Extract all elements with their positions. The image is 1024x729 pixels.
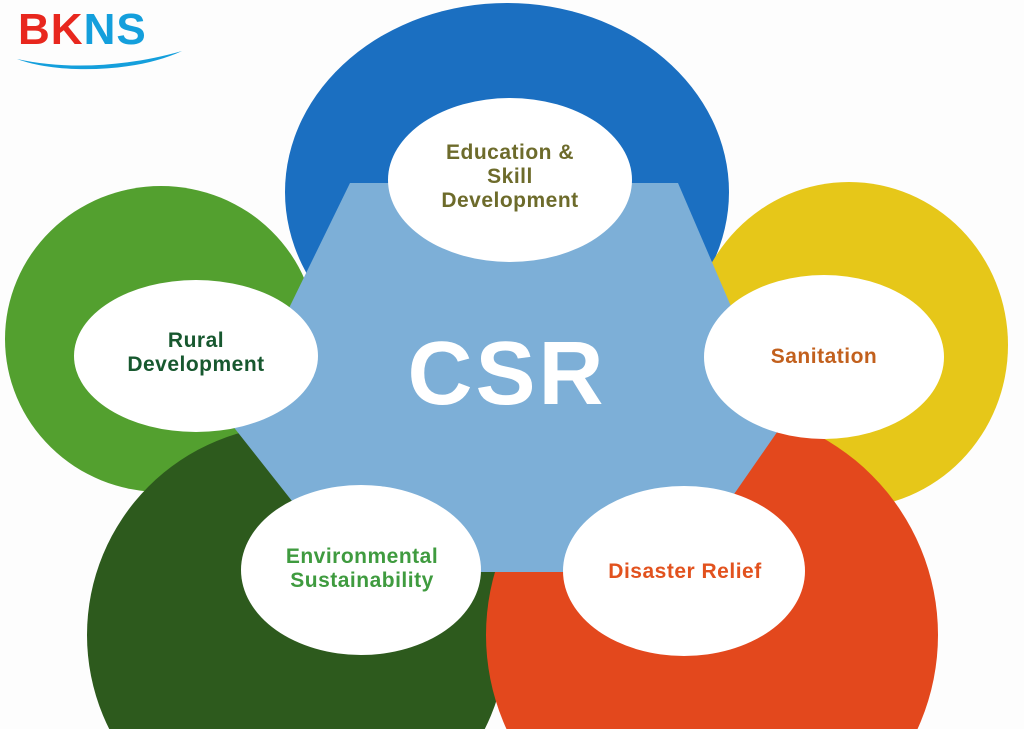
bubble-education — [388, 98, 632, 262]
label-education-line2: Skill — [487, 165, 533, 188]
bkns-logo: BKNS — [17, 6, 186, 74]
label-sanitation: Sanitation — [704, 345, 944, 369]
bkns-logo-ns: NS — [83, 5, 147, 54]
bubble-disaster — [563, 486, 805, 656]
label-disaster: Disaster Relief — [564, 560, 806, 584]
label-sanitation-line1: Sanitation — [770, 345, 878, 368]
bkns-logo-swoosh-icon — [17, 51, 182, 70]
label-rural: Rural Development — [76, 329, 316, 377]
bubble-environment — [241, 485, 481, 655]
label-rural-line1: Rural — [167, 329, 225, 352]
label-education-line1: Education & — [445, 141, 574, 164]
label-environment-line2: Sustainability — [290, 569, 434, 592]
label-environment: Environmental Sustainability — [242, 545, 482, 593]
bubble-rural — [74, 280, 318, 432]
hexagon-shape — [232, 183, 782, 572]
label-environment-line1: Environmental — [285, 545, 439, 568]
label-education: Education & Skill Development — [390, 141, 630, 213]
label-disaster-line1: Disaster Relief — [608, 560, 762, 583]
swoosh-shape — [17, 51, 182, 70]
label-education-line3: Development — [441, 189, 579, 212]
bkns-logo-text: BKNS — [18, 6, 186, 54]
csr-title: CSR — [407, 324, 607, 424]
bkns-logo-bk: BK — [18, 5, 84, 54]
bubble-sanitation — [704, 275, 944, 439]
label-rural-line2: Development — [127, 353, 265, 376]
